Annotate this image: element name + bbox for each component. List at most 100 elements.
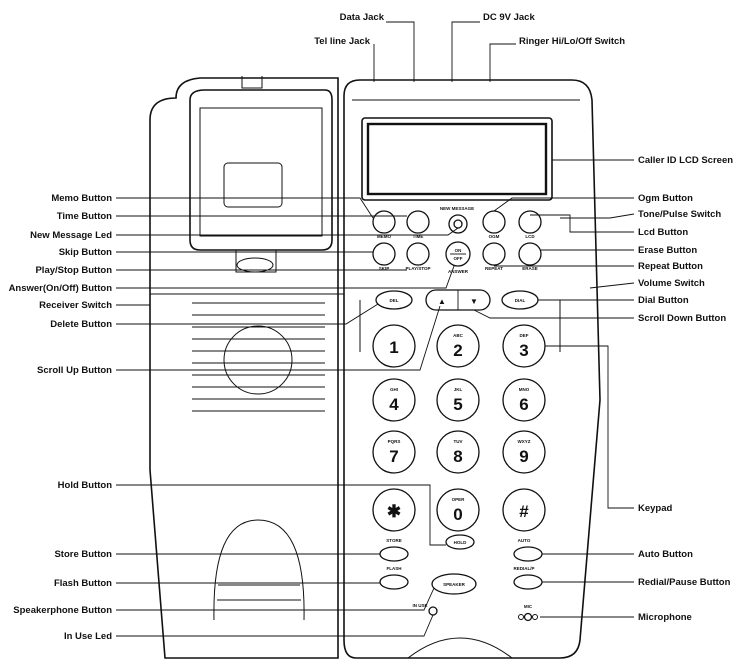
svg-text:PQRS: PQRS xyxy=(388,439,401,444)
mic-caption: MIC xyxy=(524,604,533,609)
mouthpiece xyxy=(213,519,305,621)
speaker-caption: SPEAKER xyxy=(443,582,466,587)
svg-text:OPER: OPER xyxy=(452,497,466,502)
store-caption: STORE xyxy=(386,538,401,543)
lcd-button[interactable]: LCD xyxy=(518,210,542,239)
dial-button[interactable]: DIAL xyxy=(501,290,539,310)
time-button[interactable]: TIME xyxy=(406,210,430,239)
svg-text:TUV: TUV xyxy=(454,439,463,444)
memo-button[interactable]: MEMO xyxy=(372,210,396,239)
key-4[interactable]: GHI 4 xyxy=(372,378,416,422)
svg-text:WXYZ: WXYZ xyxy=(518,439,531,444)
repeat-caption: REPEAT xyxy=(485,266,503,271)
svg-text:1: 1 xyxy=(389,338,398,357)
svg-text:JKL: JKL xyxy=(454,387,463,392)
leader-lines xyxy=(116,21,635,637)
label-delete-button: Delete Button xyxy=(50,319,112,330)
key-2[interactable]: ABC 2 xyxy=(436,324,480,368)
key-3[interactable]: DEF 3 xyxy=(502,324,546,368)
down-arrow-icon: ▼ xyxy=(470,297,478,306)
in-use-caption: IN USE xyxy=(412,603,427,608)
label-caller-id-screen: Caller ID LCD Screen xyxy=(638,155,733,166)
memo-caption: MEMO xyxy=(377,234,391,239)
label-erase-button: Erase Button xyxy=(638,245,697,256)
svg-text:ABC: ABC xyxy=(453,333,463,338)
svg-text:7: 7 xyxy=(389,447,398,466)
label-in-use-led: In Use Led xyxy=(64,631,112,642)
key-6[interactable]: MNO 6 xyxy=(502,378,546,422)
scroll-up-button[interactable]: ▲ xyxy=(438,297,446,306)
svg-text:✱: ✱ xyxy=(387,502,401,521)
svg-text:5: 5 xyxy=(453,395,462,414)
key-0[interactable]: OPER 0 xyxy=(436,488,480,532)
play-stop-button[interactable]: PLAY/STOP xyxy=(405,242,431,271)
key-1[interactable]: 1 xyxy=(372,324,416,368)
redial-caption: REDIAL/P xyxy=(513,566,534,571)
speakerphone-button[interactable]: SPEAKER xyxy=(431,573,477,595)
label-receiver-switch: Receiver Switch xyxy=(39,300,112,311)
label-memo-button: Memo Button xyxy=(51,193,112,204)
label-store-button: Store Button xyxy=(54,549,112,560)
skip-button[interactable]: SKIP xyxy=(372,242,396,271)
label-keypad: Keypad xyxy=(638,503,673,514)
svg-text:4: 4 xyxy=(389,395,399,414)
delete-button[interactable]: DEL xyxy=(375,290,413,310)
label-speakerphone-button: Speakerphone Button xyxy=(13,605,112,616)
label-new-message-led: New Message Led xyxy=(30,230,112,241)
store-button[interactable]: STORE xyxy=(379,538,409,562)
key-9[interactable]: WXYZ 9 xyxy=(502,430,546,474)
svg-text:#: # xyxy=(519,502,529,521)
handset xyxy=(149,76,339,659)
svg-text:MNO: MNO xyxy=(519,387,530,392)
base-unit: NEW MESSAGE MEMO TIME OGM LCD SKIP xyxy=(343,79,601,659)
new-message-caption: NEW MESSAGE xyxy=(440,206,474,211)
delete-caption: DEL xyxy=(390,298,399,303)
play-stop-caption: PLAY/STOP xyxy=(405,266,430,271)
label-play-stop-button: Play/Stop Button xyxy=(35,265,112,276)
svg-text:8: 8 xyxy=(453,447,462,466)
erase-caption: ERASE xyxy=(522,266,538,271)
auto-caption: AUTO xyxy=(518,538,531,543)
answer-off-caption: OFF xyxy=(454,256,463,261)
new-message-led xyxy=(448,214,468,234)
key-hash[interactable]: # xyxy=(502,488,546,532)
flash-caption: FLASH xyxy=(387,566,402,571)
flash-button[interactable]: FLASH xyxy=(379,566,409,590)
answer-on-off-button[interactable]: ON OFF ANSWER xyxy=(445,241,471,274)
key-8[interactable]: TUV 8 xyxy=(436,430,480,474)
keypad: 1 ABC 2 DEF 3 GHI 4 JKL 5 xyxy=(372,324,546,532)
key-star[interactable]: ✱ xyxy=(372,488,416,532)
label-answer-button: Answer(On/Off) Button xyxy=(9,283,113,294)
label-tone-pulse-switch: Tone/Pulse Switch xyxy=(638,209,721,220)
answer-caption: ANSWER xyxy=(448,269,469,274)
label-flash-button: Flash Button xyxy=(54,578,112,589)
label-microphone: Microphone xyxy=(638,612,692,623)
dial-caption: DIAL xyxy=(515,298,526,303)
hold-button[interactable]: HOLD xyxy=(445,534,475,550)
lcd-caption: LCD xyxy=(525,234,535,239)
microphone: MIC xyxy=(518,604,538,622)
key-7[interactable]: PQRS 7 xyxy=(372,430,416,474)
repeat-button[interactable]: REPEAT xyxy=(482,242,506,271)
svg-text:9: 9 xyxy=(519,447,528,466)
svg-text:3: 3 xyxy=(519,341,528,360)
label-volume-switch: Volume Switch xyxy=(638,278,705,289)
caller-id-lcd-screen xyxy=(361,117,553,201)
hold-caption: HOLD xyxy=(454,540,467,545)
svg-text:DEF: DEF xyxy=(520,333,529,338)
label-scroll-down-button: Scroll Down Button xyxy=(638,313,726,324)
svg-text:6: 6 xyxy=(519,395,528,414)
key-5[interactable]: JKL 5 xyxy=(436,378,480,422)
label-lcd-button: Lcd Button xyxy=(638,227,688,238)
ogm-button[interactable]: OGM xyxy=(482,210,506,239)
svg-text:GHI: GHI xyxy=(390,387,398,392)
erase-button[interactable]: ERASE xyxy=(518,242,542,271)
svg-text:2: 2 xyxy=(453,341,462,360)
svg-text:0: 0 xyxy=(453,505,462,524)
up-arrow-icon: ▲ xyxy=(438,297,446,306)
callout-labels: Data Jack DC 9V Jack Tel line Jack Ringe… xyxy=(9,12,734,642)
label-dial-button: Dial Button xyxy=(638,295,689,306)
label-tel-line-jack: Tel line Jack xyxy=(314,36,371,47)
scroll-down-button[interactable]: ▼ xyxy=(470,297,478,306)
